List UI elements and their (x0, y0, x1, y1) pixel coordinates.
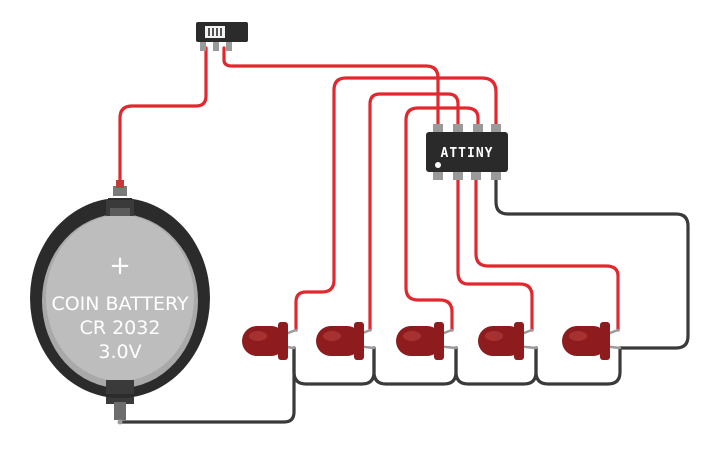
led-ground-bus-4 (534, 346, 622, 386)
battery-to-switch-wire (118, 46, 208, 194)
chip-bottom-pins (433, 170, 501, 180)
battery-label-line1: COIN BATTERY (51, 293, 189, 315)
led-1 (242, 322, 298, 360)
battery-ground-wire (118, 346, 296, 424)
ground-wires (118, 174, 690, 424)
chip-label: ATTINY (441, 146, 494, 161)
led-5 (562, 322, 622, 360)
chip-ground-wire (494, 174, 690, 350)
chip-pin1-dot (435, 162, 441, 168)
coin-battery: + COIN BATTERY CR 2032 3.0V (30, 180, 210, 425)
battery-plus-symbol: + (109, 251, 131, 281)
battery-label-line2: CR 2032 (80, 317, 161, 339)
led-4 (478, 322, 538, 360)
chip-body (426, 132, 508, 172)
led-3 (396, 322, 458, 360)
led4-signal-wire (456, 174, 534, 332)
led5-signal-wire (474, 174, 620, 332)
switch-to-vcc-wire (222, 46, 440, 128)
led2-signal-wire (368, 92, 460, 332)
battery-label-line3: 3.0V (98, 341, 141, 363)
led-2 (316, 322, 376, 360)
led1-signal-wire (294, 76, 498, 332)
chip-top-pins (433, 124, 501, 134)
switch-slider[interactable] (205, 26, 225, 38)
led3-signal-wire (404, 106, 480, 332)
attiny-chip: ATTINY (426, 124, 508, 180)
positive-wires (118, 46, 620, 332)
slide-switch[interactable] (196, 22, 248, 51)
